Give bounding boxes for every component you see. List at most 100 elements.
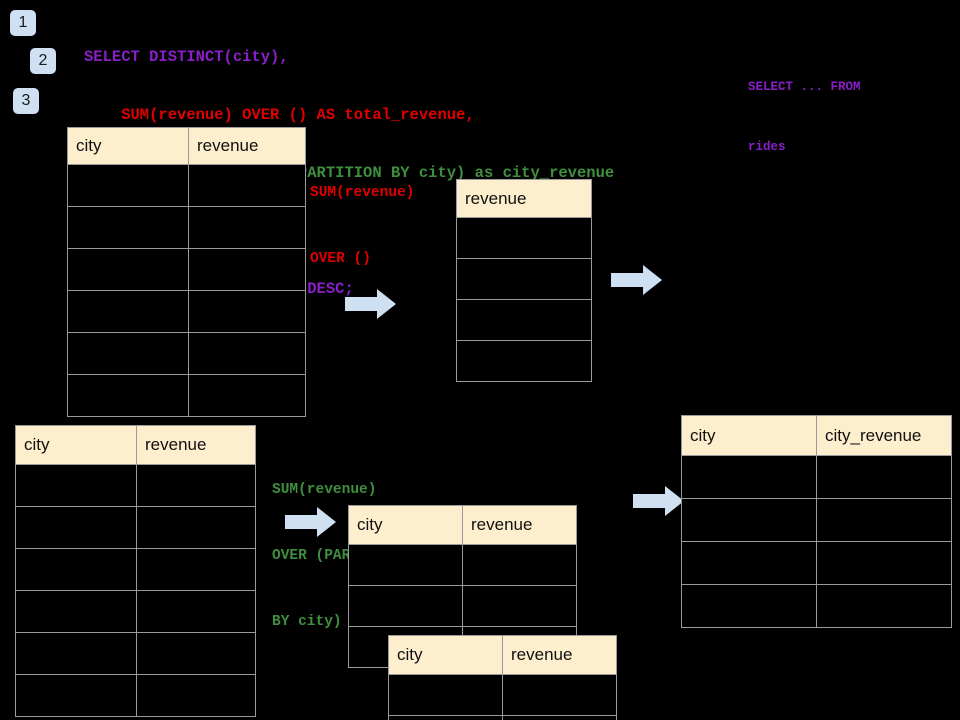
sql-line-2: SUM(revenue) OVER () AS total_revenue, (84, 106, 475, 124)
cell-revenue (188, 248, 306, 291)
cell-city (15, 590, 137, 633)
table-row (681, 455, 952, 499)
table-rides-source-top: city revenue (67, 127, 306, 417)
table-row (348, 544, 577, 586)
column-header-revenue: revenue (188, 127, 306, 165)
cell-revenue (188, 332, 306, 375)
cell-city (681, 498, 817, 542)
table-header-row: revenue (456, 179, 592, 218)
cell-city (67, 164, 189, 207)
table-final-result: city city_revenue (681, 415, 952, 628)
cell-revenue (456, 299, 592, 341)
arrow-total-to-final (611, 265, 662, 295)
cell-revenue (188, 164, 306, 207)
table-row (15, 548, 256, 591)
cell-revenue (136, 548, 256, 591)
cell-revenue (456, 258, 592, 300)
table-row (15, 464, 256, 507)
annotation-city-revenue-line-1: SUM(revenue) (272, 482, 377, 498)
cell-revenue (136, 506, 256, 549)
cell-city (67, 248, 189, 291)
table-total-revenue-result: revenue (456, 179, 592, 382)
table-row (67, 206, 306, 249)
cell-city (388, 715, 503, 720)
table-header-row: city revenue (348, 505, 577, 545)
sidenote-select-from-rides: SELECT ... FROM rides (748, 37, 861, 197)
cell-city (67, 374, 189, 417)
cell-city (681, 455, 817, 499)
step-badge-3[interactable]: 3 (13, 88, 39, 114)
cell-revenue (502, 715, 617, 720)
table-row (388, 674, 617, 716)
cell-city (67, 332, 189, 375)
table-row (681, 584, 952, 628)
column-header-city: city (388, 635, 503, 675)
table-row (681, 541, 952, 585)
table-row (67, 290, 306, 333)
cell-revenue (136, 464, 256, 507)
table-row (67, 164, 306, 207)
column-header-city: city (348, 505, 463, 545)
annotation-total-revenue: SUM(revenue) OVER () (310, 138, 414, 314)
cell-revenue (188, 374, 306, 417)
annotation-city-revenue: SUM(revenue) OVER (PARTITION BY city) (272, 435, 403, 677)
cell-city (67, 290, 189, 333)
table-row (67, 374, 306, 417)
column-header-city: city (15, 425, 137, 465)
table-row (15, 590, 256, 633)
cell-city (348, 544, 463, 586)
cell-revenue (462, 544, 577, 586)
cell-city (15, 674, 137, 717)
table-row (15, 674, 256, 717)
cell-city (15, 506, 137, 549)
cell-city-revenue (816, 541, 952, 585)
table-rides-source-bottom: city revenue (15, 425, 256, 717)
cell-city (388, 674, 503, 716)
table-row (67, 332, 306, 375)
cell-city (15, 632, 137, 675)
cell-city (348, 585, 463, 627)
step-badge-2[interactable]: 2 (30, 48, 56, 74)
column-header-revenue: revenue (456, 179, 592, 218)
cell-revenue (502, 674, 617, 716)
cell-city (15, 464, 137, 507)
table-header-row: city revenue (388, 635, 617, 675)
table-partition-group-front: city revenue (388, 635, 617, 720)
sql-line-1: SELECT DISTINCT(city), (84, 48, 289, 66)
cell-city-revenue (816, 498, 952, 542)
column-header-city: city (67, 127, 189, 165)
cell-revenue (188, 290, 306, 333)
cell-city (15, 548, 137, 591)
annotation-total-revenue-line-2: OVER () (310, 251, 371, 267)
cell-city (681, 541, 817, 585)
cell-revenue (136, 674, 256, 717)
cell-city-revenue (816, 455, 952, 499)
table-header-row: city city_revenue (681, 415, 952, 456)
cell-revenue (456, 340, 592, 382)
arrow-partition-to-final (633, 486, 684, 516)
table-row (456, 299, 592, 341)
table-row (456, 217, 592, 259)
step-badge-1[interactable]: 1 (10, 10, 36, 36)
cell-revenue (462, 585, 577, 627)
annotation-total-revenue-line-1: SUM(revenue) (310, 185, 415, 201)
sidenote-line-2: rides (748, 140, 786, 154)
annotation-city-revenue-line-3: BY city) (272, 614, 342, 630)
cell-city-revenue (816, 584, 952, 628)
cell-city (681, 584, 817, 628)
table-row (348, 585, 577, 627)
cell-city (67, 206, 189, 249)
sidenote-line-1: SELECT ... FROM (748, 80, 861, 94)
column-header-revenue: revenue (462, 505, 577, 545)
table-header-row: city revenue (15, 425, 256, 465)
cell-revenue (188, 206, 306, 249)
table-header-row: city revenue (67, 127, 306, 165)
table-row (681, 498, 952, 542)
arrow-source-to-total (345, 289, 396, 319)
table-row (388, 715, 617, 720)
cell-revenue (136, 632, 256, 675)
table-row (456, 340, 592, 382)
column-header-city: city (681, 415, 817, 456)
table-row (67, 248, 306, 291)
